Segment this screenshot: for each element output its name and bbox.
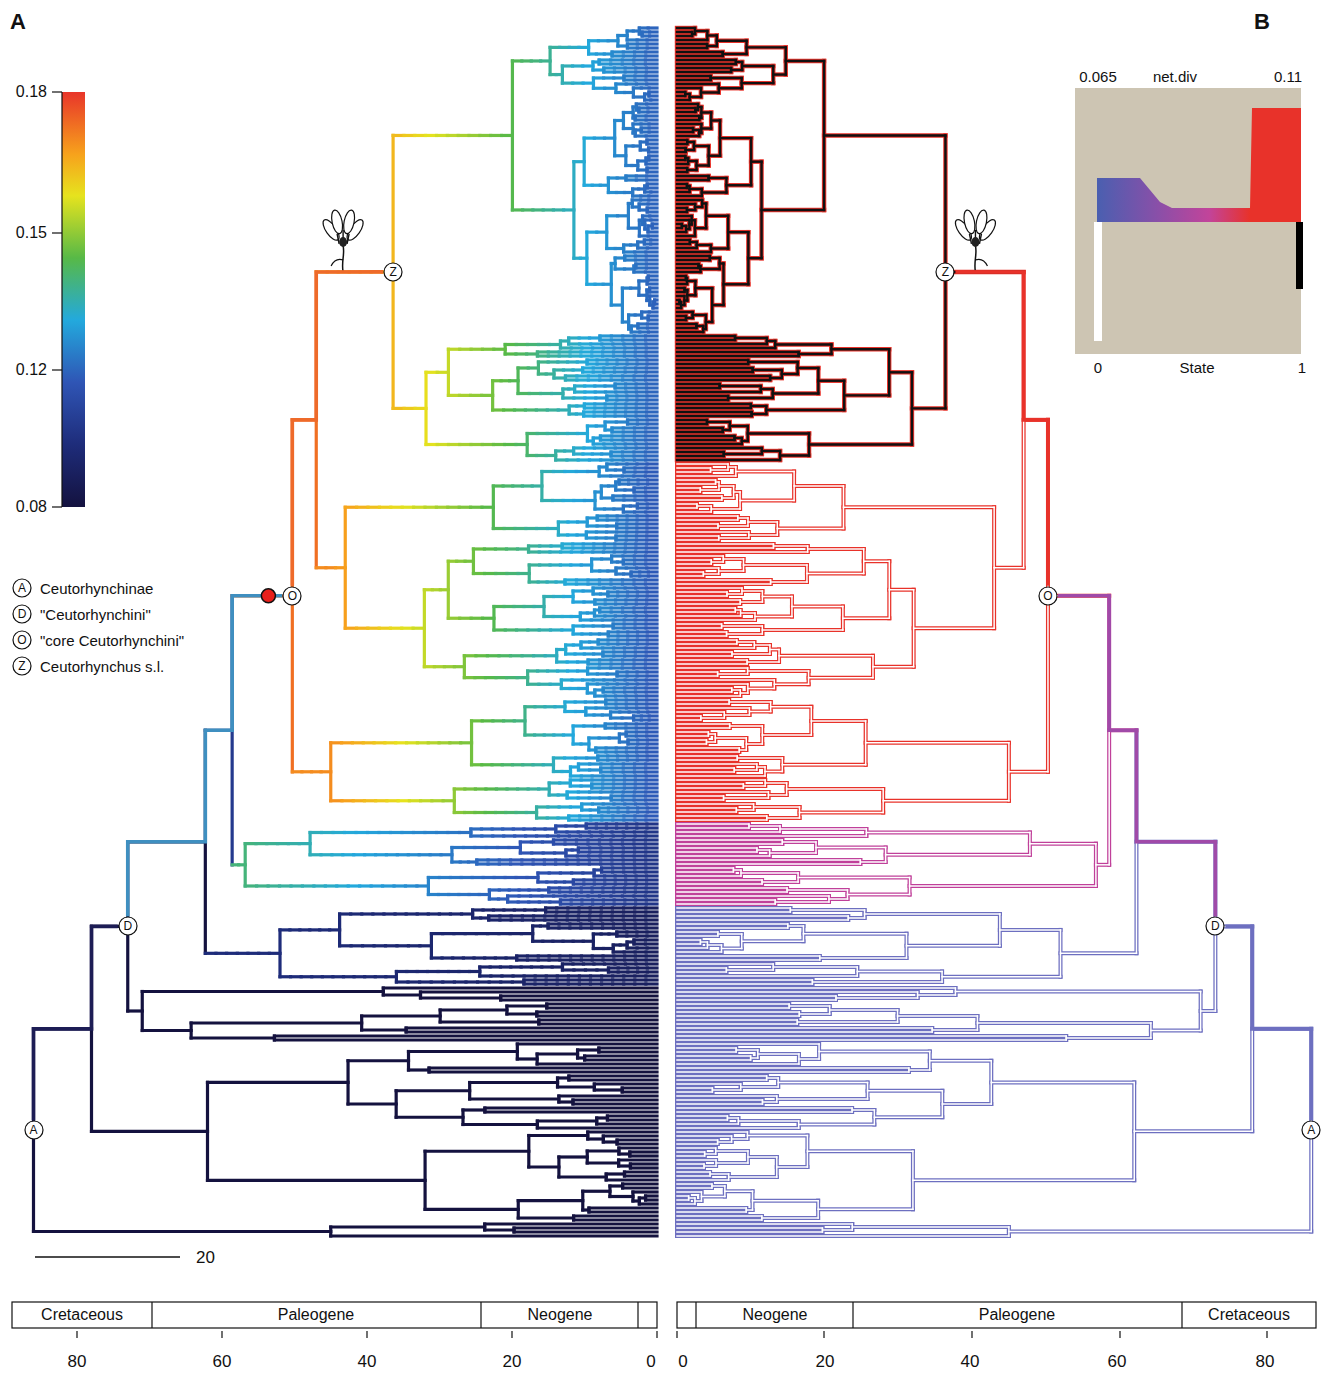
backbone-branch <box>34 926 118 1120</box>
axis-label: net.div <box>1153 69 1197 86</box>
axis-label: 20 <box>816 1353 835 1372</box>
axis-label: 20 <box>503 1353 522 1372</box>
colorbar-value: 0.12 <box>16 361 47 379</box>
clade-node-circle: O <box>282 586 302 606</box>
node-circle: O <box>1038 586 1058 606</box>
axis-label: Cretaceous <box>41 1306 123 1324</box>
node-circle: Z <box>12 656 32 676</box>
colorbar-value: 0.18 <box>16 83 47 101</box>
colorbar-value: 0.15 <box>16 224 47 242</box>
node-circle: O <box>12 630 32 650</box>
colorbar-value: 0.08 <box>16 498 47 516</box>
clade-node-circle: Z <box>383 262 403 282</box>
axis-label: 0 <box>1094 360 1102 377</box>
axis-label: 0 <box>678 1353 687 1372</box>
axis-label: Paleogene <box>979 1306 1056 1324</box>
node-circle: A <box>12 578 32 598</box>
clade-node-circle: O <box>1038 586 1058 606</box>
node-circle: D <box>12 604 32 624</box>
node-letter: A <box>24 1120 44 1140</box>
node-letter: Z <box>12 656 32 676</box>
axis-label: 1 <box>1298 360 1306 377</box>
legend-text: Ceutorhynchinae <box>40 580 153 597</box>
node-letter: O <box>12 630 32 650</box>
backbone-branch <box>292 272 383 586</box>
axis-label: 60 <box>213 1353 232 1372</box>
node-letter: D <box>118 916 138 936</box>
legend-key: A Ceutorhynchinae <box>12 578 153 598</box>
node-circle: A <box>24 1120 44 1140</box>
node-letter: A <box>1301 1120 1321 1140</box>
node-letter: O <box>1038 586 1058 606</box>
axis-label: Cretaceous <box>1208 1306 1290 1324</box>
node-letter: Z <box>935 262 955 282</box>
clade-node-circle: D <box>118 916 138 936</box>
node-letter: D <box>1205 916 1225 936</box>
clade-node-circle: D <box>1205 916 1225 936</box>
legend-key: O "core Ceutorhynchini" <box>12 630 184 650</box>
node-circle: Z <box>935 262 955 282</box>
axis-label: 0.11 <box>1274 69 1302 86</box>
node-letter: O <box>282 586 302 606</box>
panel-letter: B <box>1254 10 1270 34</box>
axis-label: 80 <box>68 1353 87 1372</box>
node-circle: A <box>1301 1120 1321 1140</box>
panel-letter: A <box>10 10 26 34</box>
clade-node-circle: Z <box>935 262 955 282</box>
axis-label: 0.065 <box>1079 69 1117 86</box>
axis-label: Neogene <box>743 1306 808 1324</box>
clade-node-circle: A <box>24 1120 44 1140</box>
legend-key: Z Ceutorhynchus s.l. <box>12 656 164 676</box>
axis-label: State <box>1179 360 1214 377</box>
axis-label: Paleogene <box>278 1306 355 1324</box>
clade-node-circle: A <box>1301 1120 1321 1140</box>
legend-text: "core Ceutorhynchini" <box>40 632 184 649</box>
axis-label: 80 <box>1256 1353 1275 1372</box>
node-circle: D <box>1205 916 1225 936</box>
rate-shift-dot <box>261 589 275 603</box>
axis-label: 40 <box>358 1353 377 1372</box>
node-letter: A <box>12 578 32 598</box>
backbone-branch <box>955 272 1048 586</box>
node-circle: Z <box>383 262 403 282</box>
node-letter: D <box>12 604 32 624</box>
axis-label: 40 <box>961 1353 980 1372</box>
axis-label: 0 <box>646 1353 655 1372</box>
node-circle: D <box>118 916 138 936</box>
legend-text: "Ceutorhynchini" <box>40 606 151 623</box>
axis-label: 20 <box>196 1249 215 1268</box>
axis-label: Neogene <box>528 1306 593 1324</box>
legend-key: D "Ceutorhynchini" <box>12 604 151 624</box>
node-letter: Z <box>383 262 403 282</box>
axis-label: 60 <box>1108 1353 1127 1372</box>
backbone-branch <box>1225 926 1311 1120</box>
backbone-branch <box>1058 596 1215 917</box>
legend-text: Ceutorhynchus s.l. <box>40 658 164 675</box>
node-circle: O <box>282 586 302 606</box>
